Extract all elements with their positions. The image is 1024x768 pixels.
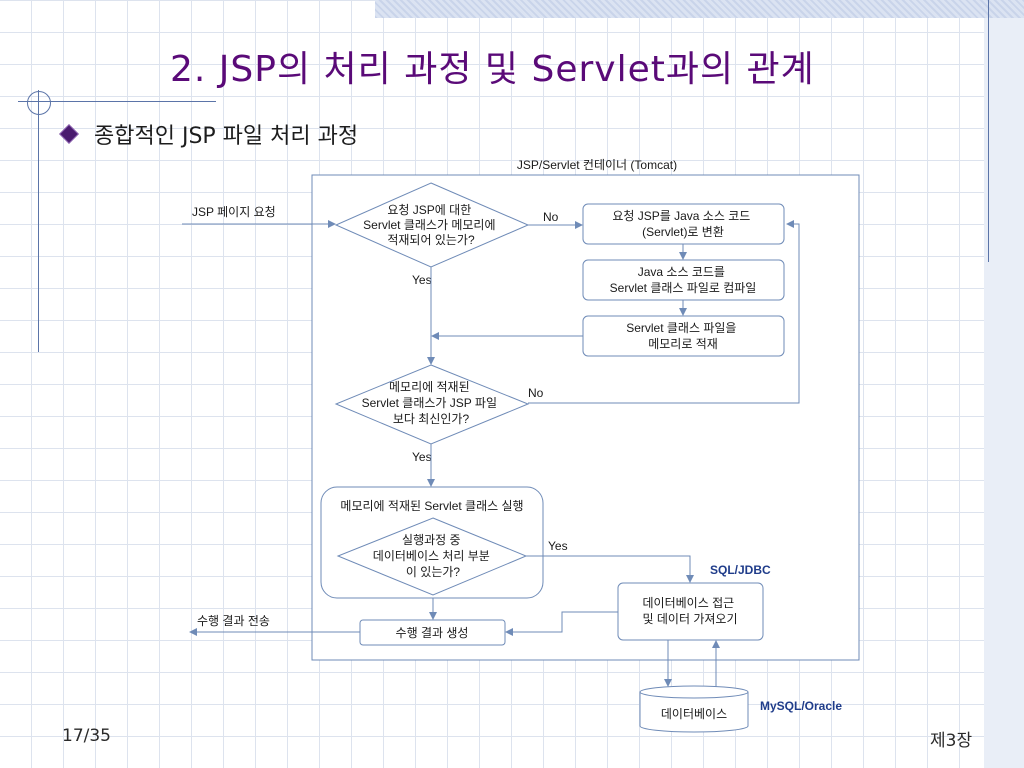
db-to-result-arrow [505,611,618,636]
step-compile-text: Java 소스 코드를 Servlet 클래스 파일로 컴파일 [610,265,757,295]
database-icon [639,685,749,733]
decision1-text: 요청 JSP에 대한 Servlet 클래스가 메모리에 적재되어 있는가? [363,203,499,247]
no2-label: No [528,386,544,400]
chapter-label: 제3장 [930,731,973,751]
page-number: 17/35 [62,726,111,746]
no2-arrow [528,220,800,404]
decision-db-processing [336,517,528,596]
result-create-text: 수행 결과 생성 [396,625,469,640]
run-group-label: 메모리에 적재된 Servlet 클래스 실행 [340,498,523,513]
yes1-label: Yes [412,273,432,287]
decorative-line-right [988,0,989,262]
database-label: 데이터베이스 [661,707,727,721]
yes3-label: Yes [548,539,568,553]
step-load-text: Servlet 클래스 파일을 메모리로 적재 [626,321,740,351]
decorative-circle [27,91,51,115]
right-decorative-bar [984,18,1024,768]
decorative-line-vertical [38,90,39,352]
yes2-label: Yes [412,450,432,464]
no1-label: No [543,210,559,224]
bullet-item: 종합적인 JSP 파일 처리 과정 [59,118,359,150]
bullet-text: 종합적인 JSP 파일 처리 과정 [94,124,359,149]
db-vendor-label: MySQL/Oracle [760,699,842,713]
sql-jdbc-label: SQL/JDBC [710,563,771,577]
decision2-text: 메모리에 적재된 Servlet 클래스가 JSP 파일 보다 최신인가? [362,380,501,426]
header-band [375,0,1024,18]
page-title: 2. JSP의 처리 과정 및 Servlet과의 관계 [170,49,815,90]
step-convert-text: 요청 JSP를 Java 소스 코드 (Servlet)로 변환 [612,209,753,239]
yes3-arrow [526,555,694,583]
decorative-line-horizontal [18,101,216,102]
db-access-text: 데이터베이스 접근 및 데이터 가져오기 [643,596,738,626]
jsp-request-label: JSP 페이지 요청 [192,205,276,219]
result-send-label: 수행 결과 전송 [197,613,270,628]
decision3-text: 실행과정 중 데이터베이스 처리 부분 이 있는가? [373,532,493,579]
container-label: JSP/Servlet 컨테이너 (Tomcat) [517,158,677,172]
